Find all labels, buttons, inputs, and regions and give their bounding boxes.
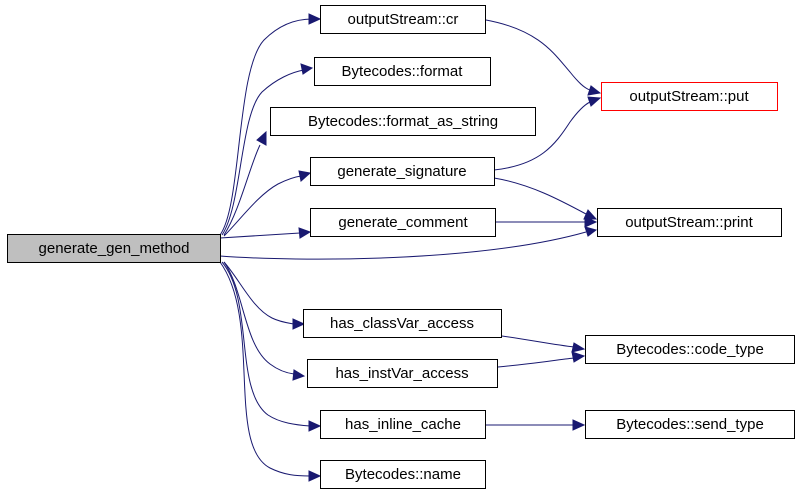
edge-generate-gen-method-to-bytecodes-format-as-string bbox=[223, 130, 267, 236]
node-bytecodes-name[interactable]: Bytecodes::name bbox=[320, 460, 486, 489]
node-label-bytecodes-code-type: Bytecodes::code_type bbox=[616, 341, 764, 358]
node-label-has-classvar-access: has_classVar_access bbox=[330, 315, 474, 332]
node-outputstream-put[interactable]: outputStream::put bbox=[601, 82, 778, 111]
node-label-generate-gen-method: generate_gen_method bbox=[39, 240, 190, 257]
edge-generate-gen-method-to-has-instvar-access bbox=[223, 261, 306, 381]
node-label-outputstream-put: outputStream::put bbox=[629, 88, 749, 105]
edge-has-instvar-access-to-bytecodes-code-type bbox=[497, 351, 586, 368]
edge-generate-gen-method-to-bytecodes-format bbox=[221, 63, 314, 236]
edge-generate-gen-method-to-generate-comment bbox=[219, 227, 312, 239]
edge-generate-gen-method-to-generate-signature bbox=[223, 170, 312, 237]
edge-generate-signature-to-outputstream-print bbox=[493, 177, 598, 220]
node-label-generate-comment: generate_comment bbox=[338, 214, 468, 231]
node-has-classvar-access[interactable]: has_classVar_access bbox=[303, 309, 502, 338]
node-label-outputstream-cr: outputStream::cr bbox=[348, 11, 459, 28]
nodes: generate_gen_method outputStream::cr Byt… bbox=[7, 5, 795, 489]
edge-has-inline-cache-to-bytecodes-send-type bbox=[486, 419, 586, 431]
edge-generate-signature-to-outputstream-put bbox=[493, 96, 602, 171]
edge-generate-comment-to-outputstream-print bbox=[496, 216, 598, 228]
edge-generate-gen-method-to-outputstream-cr bbox=[219, 13, 322, 236]
node-generate-signature[interactable]: generate_signature bbox=[310, 157, 495, 186]
node-label-bytecodes-format: Bytecodes::format bbox=[342, 63, 464, 80]
node-bytecodes-send-type[interactable]: Bytecodes::send_type bbox=[585, 410, 795, 439]
node-has-inline-cache[interactable]: has_inline_cache bbox=[320, 410, 486, 439]
node-bytecodes-format-as-string[interactable]: Bytecodes::format_as_string bbox=[270, 107, 536, 136]
node-bytecodes-format[interactable]: Bytecodes::format bbox=[314, 57, 491, 86]
node-label-generate-signature: generate_signature bbox=[337, 163, 466, 180]
edge-generate-gen-method-to-outputstream-print bbox=[219, 226, 598, 260]
node-label-bytecodes-format-as-string: Bytecodes::format_as_string bbox=[308, 113, 498, 130]
node-label-outputstream-print: outputStream::print bbox=[625, 214, 753, 231]
edge-generate-gen-method-to-has-classvar-access bbox=[223, 261, 306, 330]
edge-outputstream-cr-to-outputstream-put bbox=[485, 19, 602, 96]
node-label-has-inline-cache: has_inline_cache bbox=[345, 416, 461, 433]
node-label-bytecodes-send-type: Bytecodes::send_type bbox=[616, 416, 764, 433]
node-outputstream-cr[interactable]: outputStream::cr bbox=[320, 5, 486, 34]
node-generate-comment[interactable]: generate_comment bbox=[310, 208, 496, 237]
edge-generate-gen-method-to-has-inline-cache bbox=[221, 261, 322, 432]
node-generate-gen-method[interactable]: generate_gen_method bbox=[7, 234, 221, 263]
node-outputstream-print[interactable]: outputStream::print bbox=[597, 208, 782, 237]
edge-generate-gen-method-to-bytecodes-name bbox=[219, 261, 322, 482]
node-bytecodes-code-type[interactable]: Bytecodes::code_type bbox=[585, 335, 795, 364]
node-label-bytecodes-name: Bytecodes::name bbox=[345, 466, 461, 483]
edges bbox=[219, 13, 602, 482]
edge-has-classvar-access-to-bytecodes-code-type bbox=[501, 335, 586, 353]
node-label-has-instvar-access: has_instVar_access bbox=[335, 365, 468, 382]
node-has-instvar-access[interactable]: has_instVar_access bbox=[307, 359, 498, 388]
